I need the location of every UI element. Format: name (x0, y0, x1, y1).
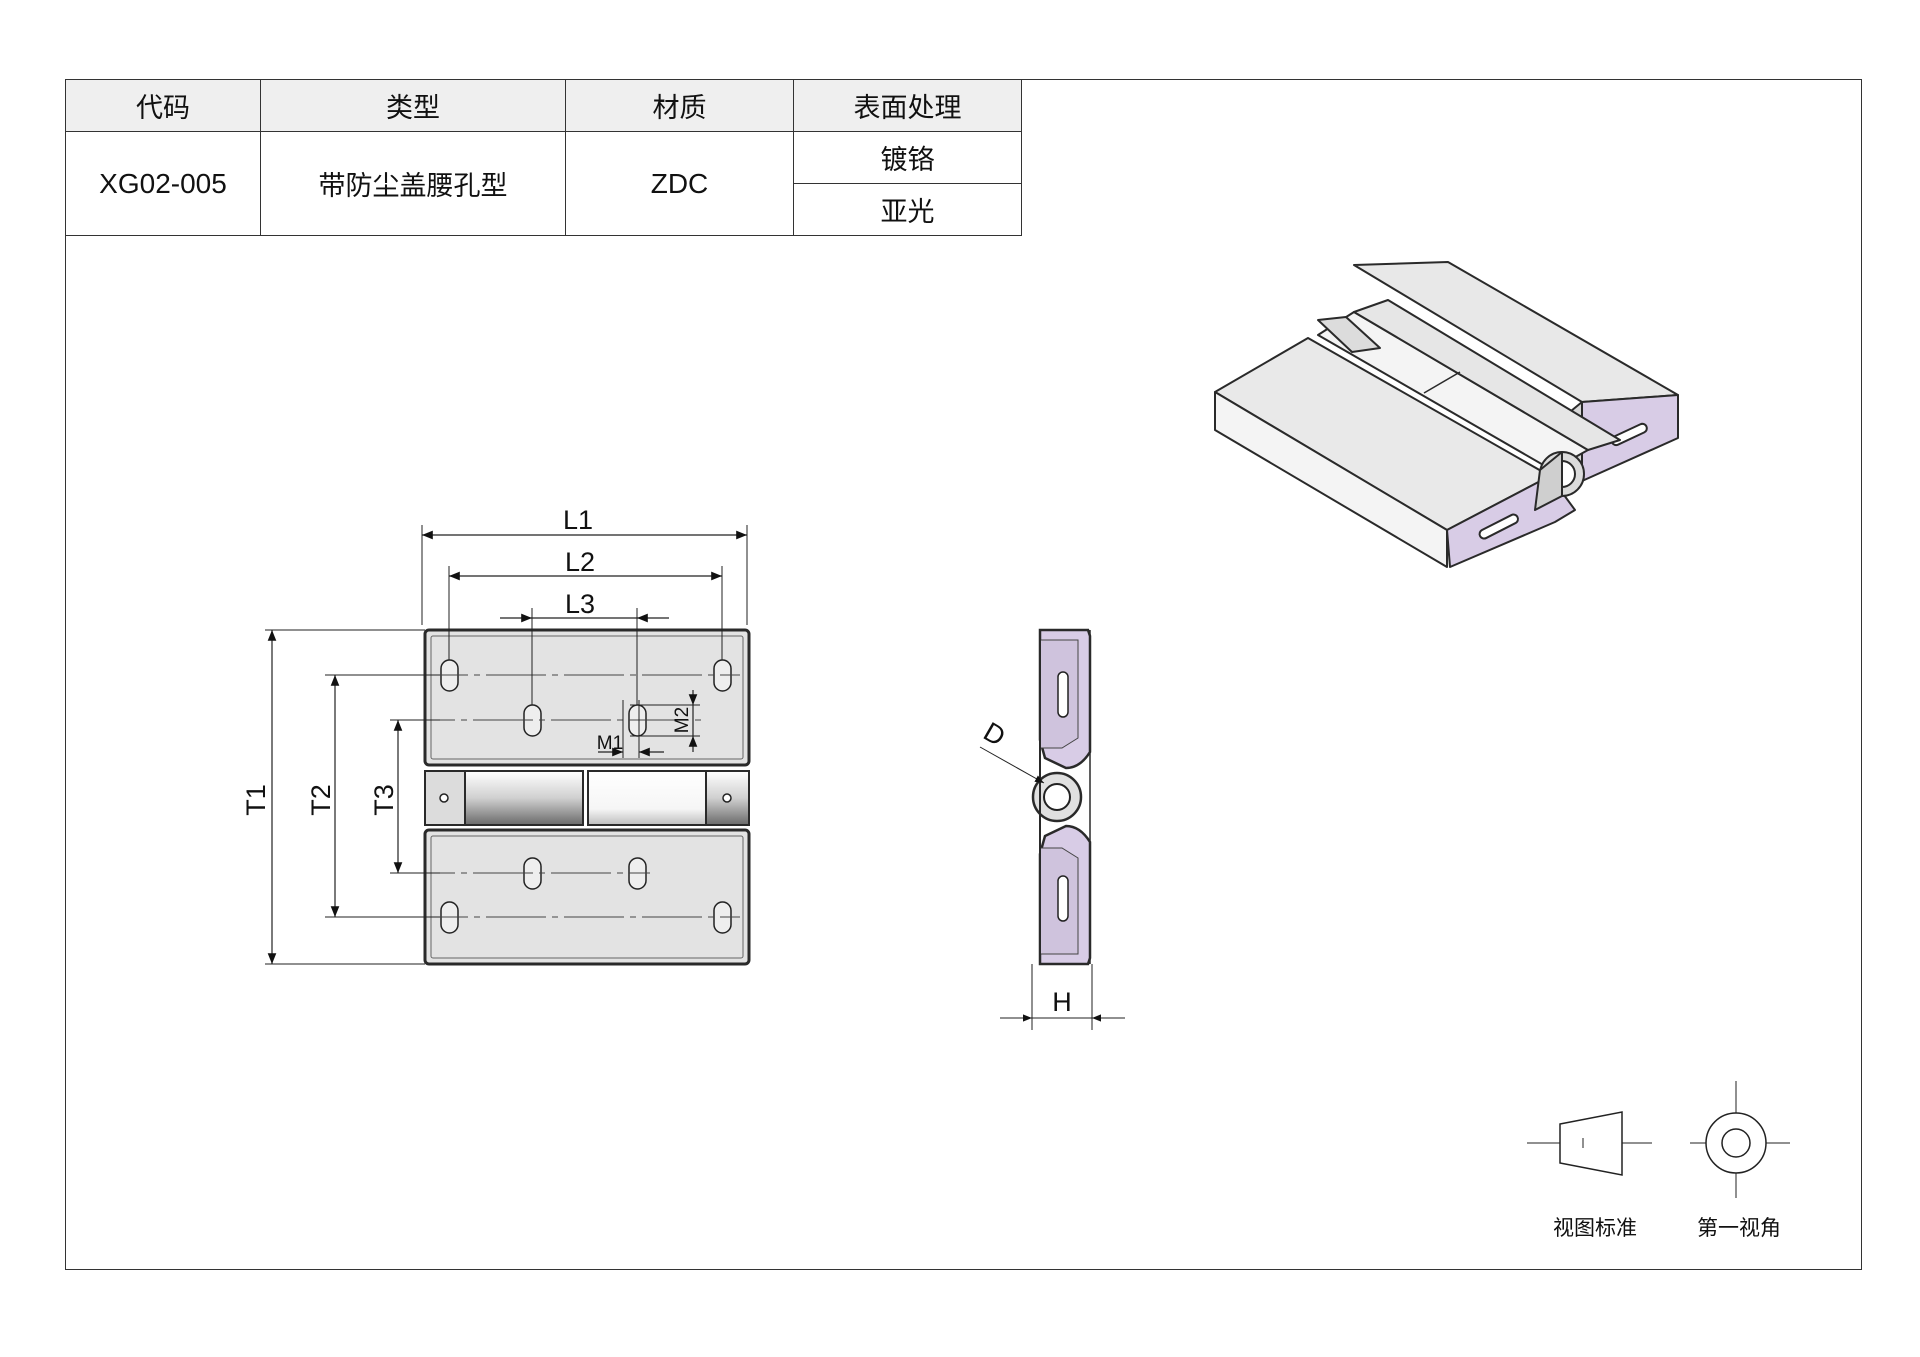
dim-h: H (1052, 987, 1072, 1017)
header-surface: 表面处理 (793, 79, 1022, 132)
isometric-view (1214, 261, 1679, 568)
dim-l1: L1 (563, 505, 593, 535)
dim-d: D (979, 716, 1011, 752)
front-view: L1 L2 L3 T1 T2 T3 M1 M2 (241, 505, 751, 966)
label-view-standard: 视图标准 (1553, 1216, 1637, 1240)
side-view: D H (979, 628, 1125, 1030)
cell-code: XG02-005 (65, 131, 261, 236)
header-type: 类型 (260, 79, 566, 132)
dim-l2: L2 (565, 547, 595, 577)
dim-l3: L3 (565, 589, 595, 619)
label-first-angle: 第一视角 (1697, 1216, 1781, 1240)
projection-symbol-view-standard (1527, 1111, 1652, 1176)
cell-material: ZDC (565, 131, 794, 236)
dim-t1: T1 (241, 784, 271, 816)
cell-surface-1: 镀铬 (793, 131, 1022, 184)
dim-m2: M2 (672, 707, 693, 733)
dim-t3: T3 (369, 784, 399, 816)
cell-surface-2: 亚光 (793, 183, 1022, 236)
projection-symbol-first-angle (1690, 1081, 1790, 1198)
spec-table: 代码 类型 材质 表面处理 XG02-005 带防尘盖腰孔型 ZDC 镀铬 亚光 (65, 79, 1022, 236)
dim-t2: T2 (306, 784, 336, 816)
dim-m1: M1 (597, 733, 623, 754)
header-material: 材质 (565, 79, 794, 132)
